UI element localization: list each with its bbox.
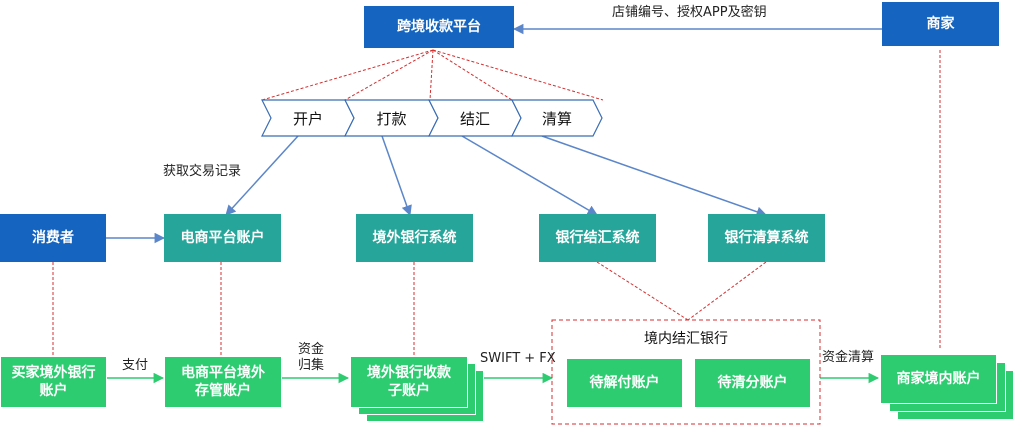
- bank-fx-system-node: 银行结汇系统: [539, 214, 656, 262]
- domestic-fx-bank-title: 境内结汇银行: [644, 331, 728, 347]
- platform-node: 跨境收款平台: [364, 6, 514, 48]
- step-open: 开户: [292, 109, 323, 128]
- dash-platform-clear: [432, 49, 513, 101]
- merchant-domestic-account-node: 商家境内账户: [880, 354, 997, 404]
- buyer-overseas-account-node: 买家境外银行账户: [0, 356, 107, 408]
- arrow-clear-clearsystem: [541, 135, 767, 217]
- step-clear: 清算: [541, 109, 572, 128]
- pending-fx-account-node: 待解付账户: [566, 358, 683, 408]
- dash-platform-open: [261, 49, 434, 101]
- ecom-custody-account-node: 电商平台境外存管账户: [164, 356, 282, 408]
- dash-platform-end: [432, 49, 604, 101]
- label-merchant-platform: 店铺编号、授权APP及密钥: [612, 5, 767, 20]
- label-fund-collect: 资金归集: [298, 342, 325, 373]
- ecom-account-node: 电商平台账户: [164, 214, 281, 262]
- consumer-node: 消费者: [0, 214, 106, 262]
- step-pay: 打款: [376, 109, 407, 128]
- arrow-pay-bank: [381, 135, 412, 216]
- step-fx: 结汇: [459, 109, 490, 128]
- label-fund-clear: 资金清算: [822, 350, 875, 365]
- dash-fx-domestic: [596, 261, 689, 321]
- overseas-collection-sub-node: 境外银行收款子账户: [350, 356, 468, 408]
- arrow-open-ecom: [225, 135, 299, 216]
- dash-platform-pay: [344, 49, 434, 101]
- bank-clearing-system-node: 银行清算系统: [708, 214, 825, 262]
- dash-clear-domestic: [687, 261, 767, 321]
- arrow-fx-fxsystem: [461, 135, 598, 216]
- pending-clear-account-node: 待清分账户: [694, 358, 811, 408]
- label-pay: 支付: [122, 358, 149, 373]
- step-chevron-4: [511, 99, 603, 137]
- overseas-bank-system-node: 境外银行系统: [356, 214, 473, 262]
- merchant-node: 商家: [882, 2, 999, 46]
- domestic-bank-frame: [551, 319, 821, 425]
- dash-platform-fx: [429, 49, 434, 101]
- label-swift-fx: SWIFT + FX: [480, 351, 556, 366]
- label-get-records: 获取交易记录: [163, 164, 242, 179]
